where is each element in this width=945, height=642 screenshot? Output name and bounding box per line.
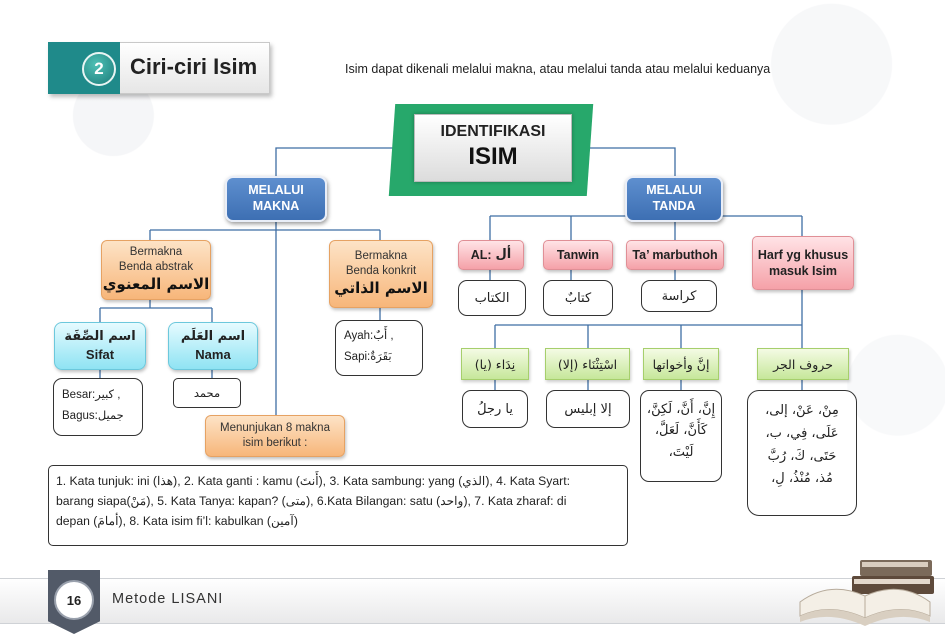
title-line-2: ISIM	[468, 143, 518, 170]
tanda-al-node: AL: أل	[458, 240, 524, 270]
sifat-ex-l2-ar: جميل	[97, 407, 124, 422]
isim-nama-node: اسم العَلَم Nama	[168, 322, 258, 370]
jarr-label: حروف الجر	[773, 356, 833, 372]
section-number: 2	[82, 52, 116, 86]
sifat-example: Besar:كبير , Bagus:جميل	[53, 378, 143, 436]
note-line-1: 1. Kata tunjuk: ini (هذا), 2. Kata ganti…	[56, 474, 570, 488]
nida-label: نِدَاء (يا)	[474, 356, 516, 372]
tanda-tanwin-node: Tanwin	[543, 240, 613, 270]
harf-l1: Harf yg khusus	[757, 247, 849, 262]
page-number: 16	[54, 580, 94, 620]
konkrit-l2: Benda konkrit	[345, 265, 417, 278]
benda-konkrit-node: Bermakna Benda konkrit الاسم الذاتي	[329, 240, 433, 308]
tanda-marbuthoh-node: Ta’ marbuthoh	[626, 240, 724, 270]
abstrak-l2: Benda abstrak	[118, 261, 194, 274]
konkrit-ex-l2-label: Sapi:	[344, 350, 371, 363]
delapan-l1: Menunjukan 8 makna	[220, 422, 330, 435]
delapan-makna-list: 1. Kata tunjuk: ini (هذا), 2. Kata ganti…	[48, 465, 628, 546]
istitsna-example: إلا إبليس	[546, 390, 630, 428]
marbuthoh-label: Ta’ marbuthoh	[632, 247, 718, 262]
jarr-example: مِنْ، عَنْ، إلى، عَلَى، فِي، ب، حَتَى، ك…	[747, 390, 857, 516]
isim-sifat-node: اسم الصِّفَة Sifat	[54, 322, 146, 370]
jarr-ex-l4: مُذ، مُنْذُ، لِ،	[771, 471, 833, 487]
melalui-tanda-node: MELALUI TANDA	[625, 176, 723, 222]
melalui-makna-node: MELALUI MAKNA	[225, 176, 327, 222]
footer-band	[0, 578, 945, 624]
konkrit-ex-l1-tail: ,	[387, 330, 394, 342]
footer-title: Metode LISANI	[112, 591, 224, 607]
harf-l2: masuk Isim	[768, 264, 838, 278]
nida-ex-text: يا رجلُ	[477, 401, 513, 417]
abstrak-arabic: الاسم المعنوي	[102, 275, 210, 294]
makna-label-l1: MELALUI	[248, 183, 304, 198]
jarr-ex-l3: حَتَى، كَ، رُبَّ	[767, 448, 837, 464]
tanda-label-l1: MELALUI	[646, 183, 702, 198]
books-icon	[799, 560, 934, 626]
tanda-label-l2: TANDA	[652, 199, 696, 213]
inna-example: إِنَّ، أَنَّ، لَكِنَّ، كَأَنَّ، لَعَلَّ،…	[640, 390, 722, 482]
harf-nida-node: نِدَاء (يا)	[461, 348, 529, 380]
marbuthoh-ex-text: كراسة	[661, 288, 697, 304]
nama-arabic: اسم العَلَم	[180, 329, 246, 345]
konkrit-example: Ayah:أَبٌ , Sapi:بَقَرَةٌ	[335, 320, 423, 376]
konkrit-ex-l1-label: Ayah:	[344, 330, 374, 342]
konkrit-ex-l2-ar: بَقَرَةٌ	[370, 348, 392, 363]
tanwin-example: كتابٌ	[543, 280, 613, 316]
makna-label-l2: MAKNA	[252, 199, 300, 213]
benda-abstrak-node: Bermakna Benda abstrak الاسم المعنوي	[101, 240, 211, 300]
nida-example: يا رجلُ	[462, 390, 528, 428]
inna-ex-l2: كَأَنَّ، لَعَلَّ،	[654, 423, 708, 439]
sifat-label: Sifat	[85, 347, 115, 362]
tanwin-label: Tanwin	[556, 247, 600, 262]
jarr-ex-l1: مِنْ، عَنْ، إلى،	[765, 403, 839, 418]
section-title: Ciri-ciri Isim	[130, 54, 258, 79]
sifat-ex-l1-ar: كبير	[95, 387, 115, 401]
nama-label: Nama	[195, 347, 231, 362]
al-ex-text: الكتاب	[474, 290, 510, 306]
jarr-ex-l2: عَلَى، فِي، ب،	[765, 425, 839, 441]
inna-ex-l1: إِنَّ، أَنَّ، لَكِنَّ،	[646, 402, 716, 417]
marbuthoh-example: كراسة	[641, 280, 717, 312]
delapan-l2: isim berikut :	[242, 437, 308, 449]
al-example: الكتاب	[458, 280, 526, 316]
sifat-ex-l1-label: Besar:	[62, 389, 96, 401]
al-label: AL:	[470, 247, 492, 262]
note-line-3: depan (أمامَ), 8. Kata isim fi’l: kabulk…	[56, 514, 298, 529]
sifat-ex-l2-label: Bagus:	[62, 409, 98, 422]
harf-inna-node: إنَّ وأخواتها	[643, 348, 719, 380]
istitsna-label: اسْتِثْنَاء (إلا)	[557, 356, 618, 372]
nama-ex-text: محمد	[193, 386, 221, 400]
tanwin-ex-text: كتابٌ	[564, 290, 592, 306]
nama-example: محمد	[173, 378, 241, 408]
harf-istitsna-node: اسْتِثْنَاء (إلا)	[545, 348, 630, 380]
sifat-arabic: اسم الصِّفَة	[64, 329, 136, 345]
delapan-makna-node: Menunjukan 8 makna isim berikut :	[205, 415, 345, 457]
title-line-1: IDENTIFIKASI	[440, 123, 546, 140]
tanda-harf-node: Harf yg khusus masuk Isim	[752, 236, 854, 290]
al-arabic: أل	[495, 246, 512, 262]
note-line-2: barang siapa(مَنْ), 5. Kata Tanya: kapan…	[56, 494, 567, 509]
inna-ex-l3: لَيْتَ،	[668, 444, 694, 460]
sifat-ex-l1-tail: ,	[114, 389, 121, 401]
konkrit-arabic: الاسم الذاتي	[334, 279, 428, 298]
inna-label: إنَّ وأخواتها	[652, 356, 710, 372]
istitsna-ex-text: إلا إبليس	[564, 401, 612, 417]
harf-jarr-node: حروف الجر	[757, 348, 849, 380]
konkrit-ex-l1-ar: أَبٌ	[373, 328, 388, 342]
konkrit-l1: Bermakna	[354, 250, 408, 263]
abstrak-l1: Bermakna	[129, 246, 183, 259]
intro-text: Isim dapat dikenali melalui makna, atau …	[345, 62, 771, 76]
identifikasi-isim-title: IDENTIFIKASI ISIM	[414, 114, 572, 182]
